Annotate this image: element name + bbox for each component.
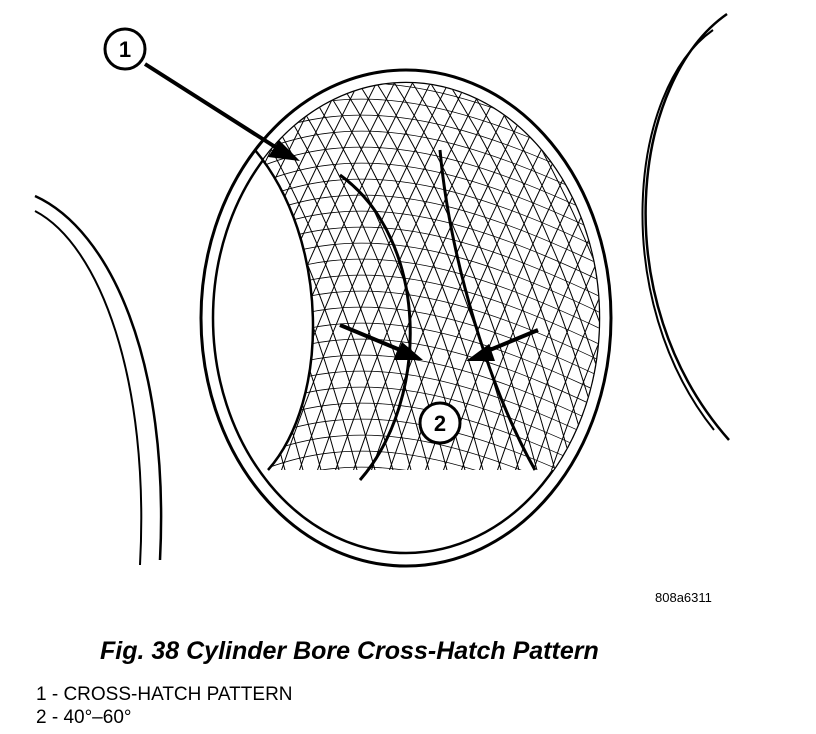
hatch-line (401, 83, 599, 470)
callout-2-number: 2 (434, 411, 446, 436)
hatch-line (0, 40, 164, 600)
hatch-line (255, 178, 599, 269)
hatch-line (0, 40, 172, 600)
hatch-line (255, 83, 291, 470)
hatch-line (347, 83, 569, 470)
hatch-boundary (254, 149, 315, 471)
hatch-line (0, 40, 20, 600)
hatch-line (0, 40, 38, 600)
hatch-line (255, 434, 599, 470)
hatch-line (0, 40, 136, 600)
hatch-line (419, 83, 599, 470)
hatch-line (0, 40, 74, 600)
hatch-line (581, 83, 599, 470)
hatch-line (0, 40, 110, 600)
figure-code: 808a6311 (655, 590, 712, 605)
hatch-line (255, 466, 599, 470)
hatch-line (0, 40, 118, 600)
hatch-line (311, 83, 533, 470)
callout-2: 2 (418, 401, 462, 445)
hatch-line (257, 83, 489, 470)
hatch-line (0, 40, 100, 600)
hatch-line (455, 83, 599, 470)
callout-1-number: 1 (119, 37, 131, 62)
hatch-line (618, 40, 816, 600)
figure-caption: Fig. 38 Cylinder Bore Cross-Hatch Patter… (100, 637, 599, 665)
hatch-line (275, 83, 507, 470)
hatch-line (255, 83, 435, 470)
hatch-line (240, 499, 640, 588)
hatch-line (383, 83, 599, 470)
left-cylinder-bore (34, 194, 163, 566)
callout-1: 1 (103, 27, 147, 71)
hatch-line (600, 40, 816, 600)
hatch-line (401, 83, 599, 470)
cylinder-bore-illustration: 1 2 (0, 12, 816, 604)
hatch-line (255, 83, 263, 470)
hatch-line (255, 83, 281, 470)
hatch-line (24, 40, 254, 600)
callout-2-arrows (339, 323, 539, 361)
hatch-line (0, 40, 218, 600)
legend: 1 - CROSS-HATCH PATTERN 2 - 40°–60° (36, 683, 293, 729)
hatch-line (240, 515, 640, 604)
hatch-line (0, 40, 92, 600)
cross-hatch-pattern (0, 40, 816, 604)
hatch-line (255, 450, 599, 470)
hatch-line (329, 83, 551, 470)
legend-item-1: 1 - CROSS-HATCH PATTERN (36, 684, 293, 705)
hatch-line (24, 40, 244, 600)
hatch-line (419, 83, 599, 470)
hatch-line (0, 40, 182, 600)
hatch-line (437, 83, 599, 470)
hatch-line (255, 83, 425, 470)
hatch-line (255, 83, 453, 470)
hatch-line (255, 162, 599, 253)
legend-item-2: 2 - 40°–60° (36, 707, 132, 728)
hatch-line (473, 83, 599, 470)
hatch-line (6, 40, 226, 600)
hatch-line (0, 40, 128, 600)
callout-1-arrow (143, 62, 300, 161)
hatch-line (365, 83, 587, 470)
right-cylinder-bore (641, 12, 730, 441)
hatch-line (0, 40, 82, 600)
hatch-line (0, 40, 146, 600)
hatch-line (0, 40, 56, 600)
hatch-line (240, 483, 640, 572)
hatch-line (255, 83, 471, 470)
hatch-line (0, 40, 200, 600)
hatch-line (0, 40, 208, 600)
hatch-angle-lines (339, 149, 537, 481)
